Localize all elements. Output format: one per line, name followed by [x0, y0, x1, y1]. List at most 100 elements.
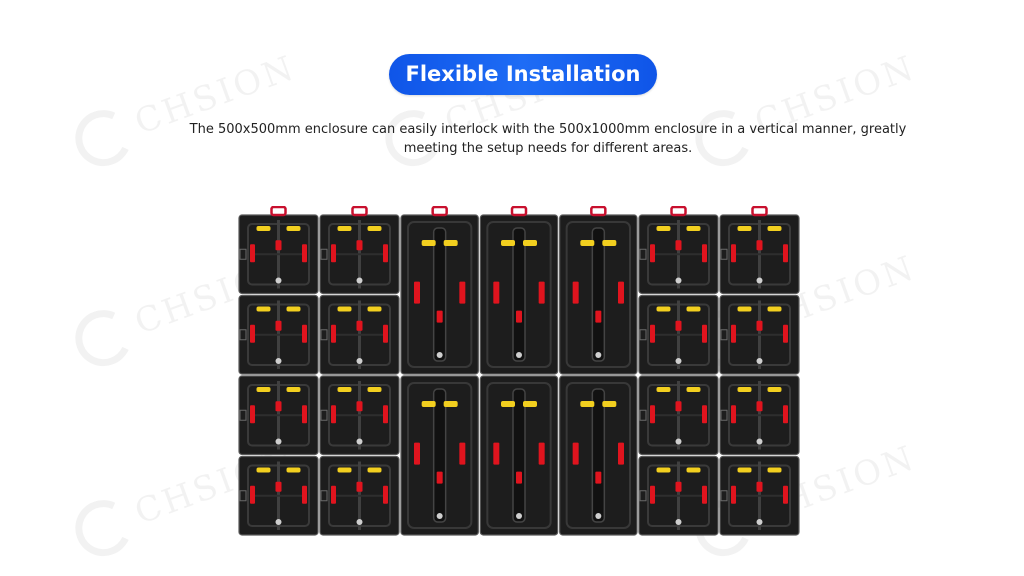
side-lock [320, 409, 328, 421]
screw [356, 519, 363, 525]
enclosure-frame [565, 221, 631, 368]
carry-handle [670, 206, 687, 217]
screw [675, 519, 682, 525]
enclosure-frame [407, 221, 473, 368]
connector-yellow [767, 467, 782, 473]
carry-handle [431, 206, 448, 217]
side-lock [239, 329, 247, 341]
watermark-logo-icon [67, 492, 140, 564]
connector-yellow [367, 387, 382, 392]
connector-red [302, 244, 307, 263]
connector-red [331, 324, 336, 343]
connector-red [572, 442, 579, 465]
connector-red [383, 485, 388, 504]
connector-yellow [286, 306, 301, 312]
connector-red [275, 320, 282, 331]
enclosure-spine [432, 388, 447, 523]
screw [595, 513, 602, 519]
connector-yellow [737, 467, 752, 473]
carry-handle [751, 206, 768, 217]
connector-red [731, 405, 736, 424]
connector-yellow [656, 387, 671, 392]
side-lock [320, 248, 328, 260]
connector-yellow [443, 240, 458, 246]
connector-red [250, 405, 255, 424]
side-lock [639, 490, 647, 502]
side-lock [320, 490, 328, 502]
screw [516, 352, 522, 358]
connector-yellow [256, 306, 271, 312]
connector-yellow [523, 401, 537, 407]
connector-red [702, 324, 707, 343]
connector-red [302, 405, 307, 424]
side-lock [639, 248, 647, 260]
connector-red [331, 485, 336, 504]
screw [675, 438, 682, 445]
screw [356, 358, 363, 364]
screw [756, 438, 763, 445]
connector-yellow [602, 240, 617, 246]
side-lock [720, 248, 728, 260]
screw [275, 358, 282, 364]
screw [436, 513, 443, 519]
side-lock [720, 490, 728, 502]
screw [595, 352, 602, 358]
connector-yellow [337, 387, 352, 392]
connector-yellow [737, 306, 752, 312]
connector-yellow [737, 226, 752, 231]
connector-red [459, 442, 466, 465]
connector-yellow [686, 226, 701, 231]
connector-yellow [580, 401, 595, 407]
connector-yellow [367, 226, 382, 231]
connector-red [436, 310, 443, 323]
connector-yellow [337, 226, 352, 231]
connector-red [414, 442, 420, 465]
connector-red [756, 240, 763, 251]
side-lock [239, 490, 247, 502]
screw [275, 277, 282, 284]
enclosure-spine [432, 227, 447, 362]
connector-red [383, 244, 388, 263]
connector-red [538, 281, 545, 304]
side-lock [720, 409, 728, 421]
connector-yellow [656, 306, 671, 312]
connector-red [356, 481, 363, 492]
connector-yellow [737, 387, 752, 392]
connector-red [783, 324, 788, 343]
connector-yellow [337, 306, 352, 312]
connector-red [493, 281, 500, 304]
enclosure-frame [486, 382, 552, 529]
connector-red [572, 281, 579, 304]
enclosure-frame [565, 382, 631, 529]
connector-red [731, 485, 736, 504]
connector-red [538, 442, 545, 465]
connector-yellow [256, 226, 271, 231]
connector-red [618, 442, 624, 465]
connector-yellow [580, 240, 595, 246]
connector-red [702, 485, 707, 504]
connector-yellow [367, 467, 382, 473]
connector-red [331, 244, 336, 263]
connector-yellow [686, 387, 701, 392]
enclosure-frame [486, 221, 552, 368]
connector-red [436, 471, 443, 484]
side-lock [239, 248, 247, 260]
screw [356, 438, 363, 445]
enclosure-spine [591, 227, 606, 362]
carry-handle [351, 206, 368, 217]
connector-yellow [256, 387, 271, 392]
connector-red [356, 320, 363, 331]
connector-yellow [337, 467, 352, 473]
screw [436, 352, 443, 358]
connector-red [675, 481, 682, 492]
connector-yellow [501, 401, 515, 407]
side-lock [639, 409, 647, 421]
connector-red [275, 401, 282, 412]
screw [756, 277, 763, 284]
connector-red [250, 324, 255, 343]
connector-yellow [443, 401, 458, 407]
connector-red [675, 320, 682, 331]
enclosure-assembly-image [238, 206, 800, 536]
carry-handle [590, 206, 607, 217]
connector-red [756, 401, 763, 412]
